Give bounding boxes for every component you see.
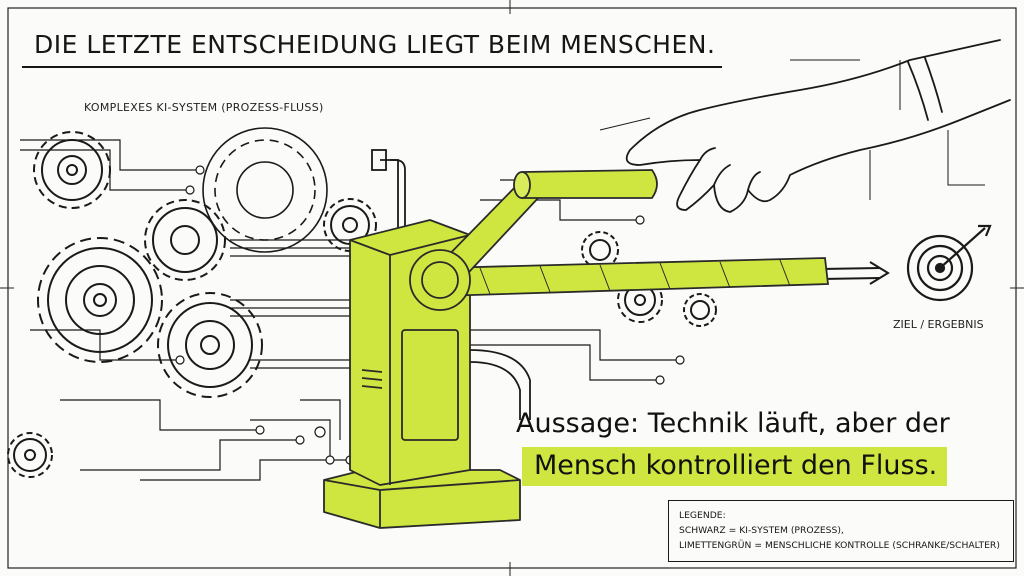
- legend-heading: LEGENDE:: [679, 510, 726, 521]
- gear-top-middle: [144, 199, 226, 281]
- circuit-traces: [20, 139, 680, 481]
- human-hand-illustration: [625, 39, 1011, 213]
- gear-right-2: [683, 293, 717, 327]
- system-label: KOMPLEXES KI-SYSTEM (PROZESS-FLUSS): [84, 101, 324, 114]
- gear-big-back: [202, 127, 328, 253]
- page-title: DIE LETZTE ENTSCHEIDUNG LIEGT BEIM MENSC…: [34, 30, 716, 59]
- gear-right-3: [581, 231, 619, 269]
- statement-line-2-highlight: Mensch kontrolliert den Fluss.: [522, 447, 948, 486]
- gear-center-left: [157, 292, 263, 398]
- title-underline: [22, 66, 722, 68]
- gear-small-bottom: [7, 432, 53, 478]
- statement-line-1: Aussage: Technik läuft, aber der: [516, 408, 950, 439]
- lever-handle: [409, 169, 658, 311]
- legend-box: LEGENDE: SCHWARZ = KI-SYSTEM (PROZESS), …: [668, 500, 1014, 562]
- target-icon: [906, 224, 992, 302]
- legend-line-lime: LIMETTENGRÜN = MENSCHLICHE KONTROLLE (SC…: [679, 540, 1000, 551]
- gear-top-left: [33, 131, 111, 209]
- legend-line-black: SCHWARZ = KI-SYSTEM (PROZESS),: [679, 525, 844, 536]
- pipes: [371, 149, 531, 420]
- goal-label: ZIEL / ERGEBNIS: [893, 318, 984, 331]
- dimension-lines: [599, 59, 985, 200]
- circuit-nodes: [175, 165, 685, 465]
- barrier-arm: [439, 257, 830, 297]
- gear-large-left: [37, 237, 163, 363]
